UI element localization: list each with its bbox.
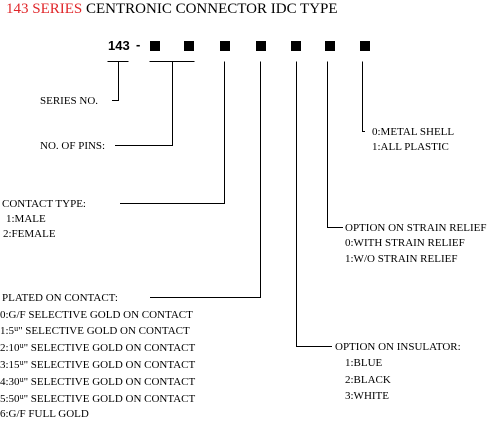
plated-option: 2:10u" SELECTIVE GOLD ON CONTACT xyxy=(0,341,196,354)
insulator-option-3: 3:WHITE xyxy=(345,390,389,402)
code-box-2 xyxy=(184,41,194,51)
plated-option: 5:50u" SELECTIVE GOLD ON CONTACT xyxy=(0,392,196,405)
code-box-6 xyxy=(325,41,335,51)
insulator-option-2: 2:BLACK xyxy=(345,374,391,386)
code-dash: - xyxy=(136,37,141,52)
code-box-5 xyxy=(291,41,301,51)
shell-option-1: 0:METAL SHELL xyxy=(372,126,455,138)
title-description: CENTRONIC CONNECTOR IDC TYPE xyxy=(86,1,338,17)
page-title: 143 SERIES CENTRONIC CONNECTOR IDC TYPE xyxy=(6,0,338,18)
insulator-heading: OPTION ON INSULATOR: xyxy=(335,341,461,353)
contact-type-heading: CONTACT TYPE: xyxy=(2,198,86,210)
plated-option: 6:G/F FULL GOLD xyxy=(0,408,89,420)
code-box-1 xyxy=(150,41,160,51)
code-box-7 xyxy=(360,41,370,51)
strain-relief-heading: OPTION ON STRAIN RELIEF xyxy=(345,222,487,234)
plated-option: 3:15u" SELECTIVE GOLD ON CONTACT xyxy=(0,358,196,371)
plated-option: 0:G/F SELECTIVE GOLD ON CONTACT xyxy=(0,309,193,321)
series-no-label: SERIES NO. xyxy=(40,95,99,107)
pins-label: NO. OF PINS: xyxy=(40,140,106,152)
insulator-option-1: 1:BLUE xyxy=(345,357,383,369)
shell-option-2: 1:ALL PLASTIC xyxy=(372,141,449,153)
title-series: 143 SERIES xyxy=(6,1,83,17)
code-box-4 xyxy=(256,41,266,51)
plated-option: 1:5u" SELECTIVE GOLD ON CONTACT xyxy=(0,324,190,337)
plated-option: 4:30u" SELECTIVE GOLD ON CONTACT xyxy=(0,375,196,388)
code-prefix: 143 xyxy=(108,38,130,53)
contact-type-option-1: 1:MALE xyxy=(6,213,46,225)
contact-type-option-2: 2:FEMALE xyxy=(3,228,56,240)
strain-relief-option-1: 0:WITH STRAIN RELIEF xyxy=(345,237,465,249)
strain-relief-option-2: 1:W/O STRAIN RELIEF xyxy=(345,253,458,265)
code-box-3 xyxy=(220,41,230,51)
plated-heading: PLATED ON CONTACT: xyxy=(2,292,118,304)
